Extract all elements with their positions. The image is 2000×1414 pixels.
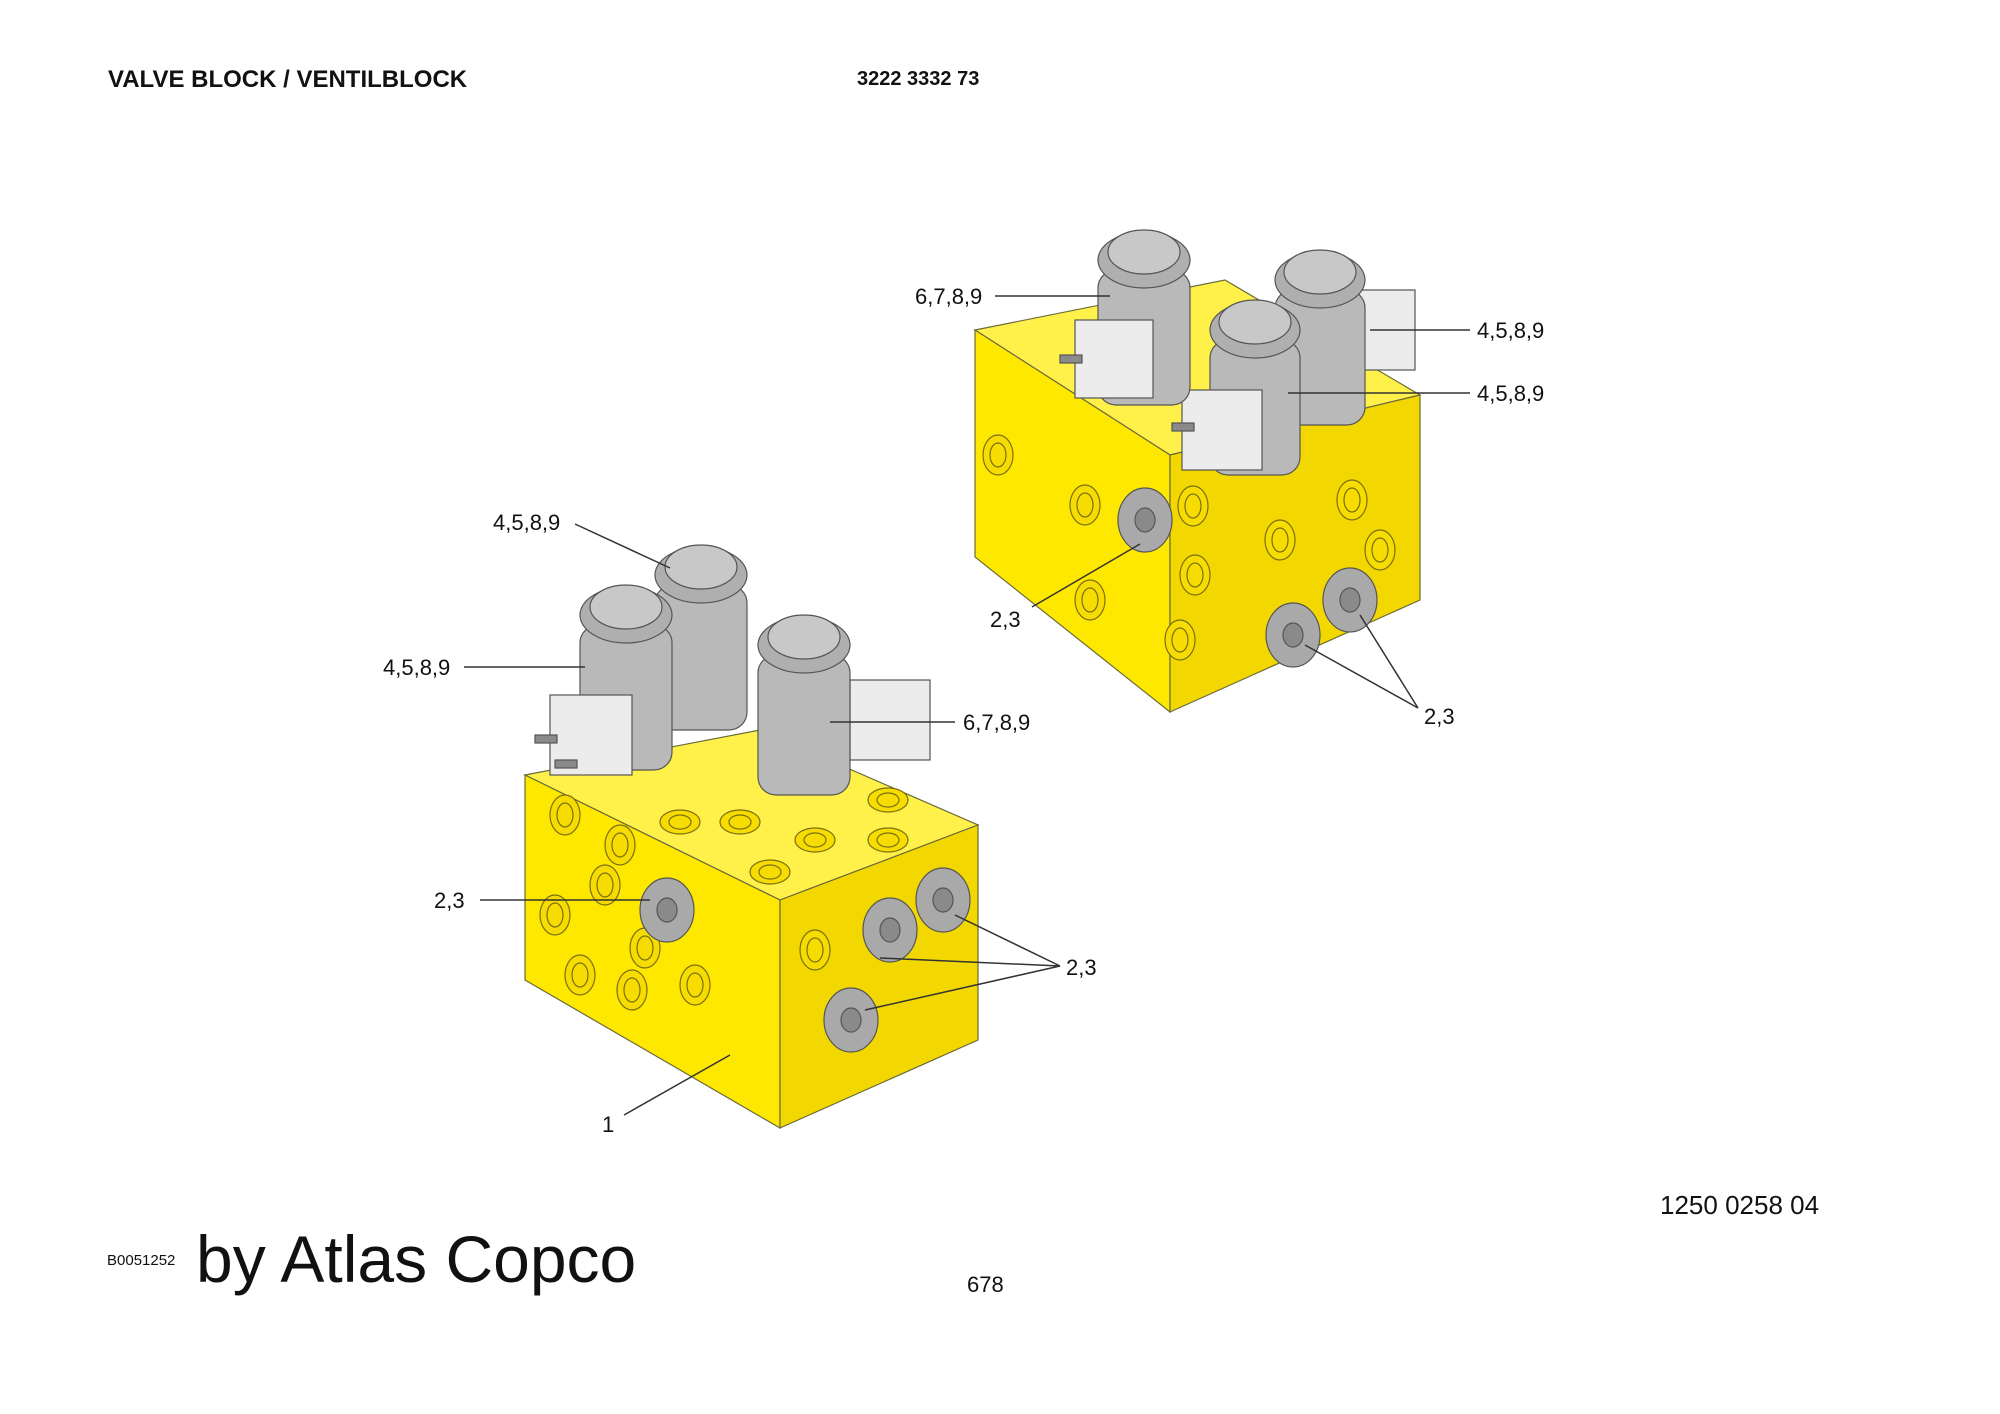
reference-code: 1250 0258 04 [1660, 1190, 1820, 1220]
upper-side-ports [1264, 479, 1396, 571]
page-title: VALVE BLOCK / VENTILBLOCK [108, 66, 468, 93]
lower-valve-block [523, 544, 980, 1130]
upper-solenoid-coils [1059, 229, 1416, 476]
callout-labels: 6,7,8,9 4,5,8,9 4,5,8,9 2,3 2,3 4,5,8,9 … [383, 284, 1544, 1137]
lower-solenoid-coils [534, 544, 931, 796]
callout-lower-coil-top: 4,5,8,9 [493, 510, 560, 535]
callout-lower-plugs-right: 2,3 [1066, 955, 1097, 980]
image-code: B0051252 [107, 1252, 176, 1269]
callout-upper-coil-right-mid: 4,5,8,9 [1477, 381, 1544, 406]
leader-lines [464, 295, 1470, 1116]
callout-upper-coil-right-top: 4,5,8,9 [1477, 318, 1544, 343]
upper-valve-block [973, 229, 1422, 714]
lower-plugs [639, 867, 971, 1053]
lower-top-ports [659, 787, 909, 885]
upper-front-ports [982, 434, 1211, 661]
lower-side-ports [799, 929, 831, 971]
upper-plugs [1117, 487, 1378, 668]
callout-lower-block: 1 [602, 1112, 614, 1137]
callout-lower-plug-front: 2,3 [434, 888, 465, 913]
callout-upper-plug-front: 2,3 [990, 607, 1021, 632]
callout-upper-coil-front: 6,7,8,9 [915, 284, 982, 309]
callout-lower-coil-right: 6,7,8,9 [963, 710, 1030, 735]
page-number: 678 [967, 1272, 1004, 1297]
callout-upper-plugs-right: 2,3 [1424, 704, 1455, 729]
callout-lower-coil-left: 4,5,8,9 [383, 655, 450, 680]
part-number: 3222 3332 73 [857, 68, 980, 90]
brand-text: by Atlas Copco [196, 1222, 637, 1296]
lower-front-ports [539, 794, 711, 1011]
